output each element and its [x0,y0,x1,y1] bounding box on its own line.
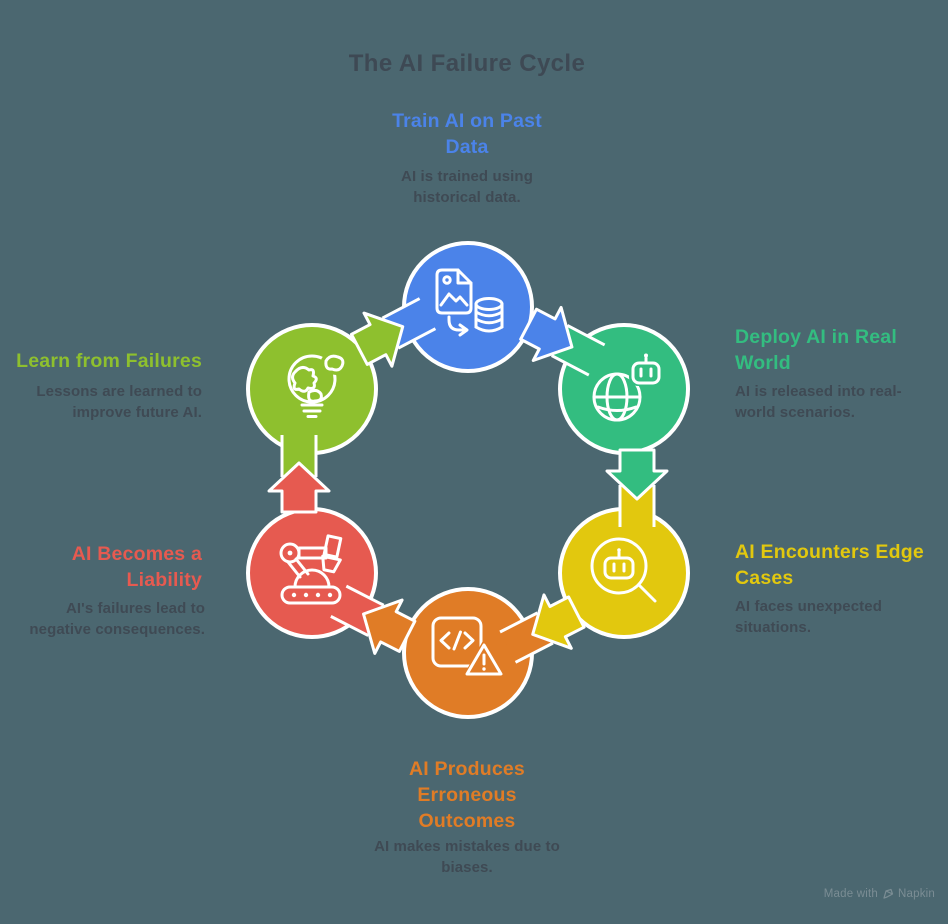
earth-bulb-icon [287,351,348,418]
search-robot-icon [590,537,657,603]
page-title: The AI Failure Cycle [348,50,586,77]
node-label-liability: AI Becomes a Liability [71,543,202,591]
image-to-database-icon [435,268,504,337]
watermark-brand: Napkin [898,888,935,900]
node-label-deploy: Deploy AI in Real World [735,326,897,374]
arrow-liability-to-learn [267,435,331,514]
node-desc-liability: AI's failures lead to negative consequen… [29,600,205,638]
code-warning-icon [431,616,506,678]
napkin-pen-icon [883,888,894,899]
node-label-edge-cases: AI Encounters Edge Cases [735,541,924,589]
node-desc-learn: Lessons are learned to improve future AI… [36,383,202,421]
node-desc-edge-cases: AI faces unexpected situations. [735,598,882,636]
arrow-deploy-to-edge [605,448,669,527]
connector-arrows [267,297,669,664]
node-label-learn: Learn from Failures [16,350,202,372]
node-desc-erroneous: AI makes mistakes due to biases. [374,838,560,876]
globe-robot-icon [592,353,663,422]
robot-arm-icon [279,534,343,605]
arrow-train-to-deploy [519,305,606,377]
node-icons [279,268,663,678]
node-desc-deploy: AI is released into real- world scenario… [735,383,902,421]
node-desc-train: AI is trained using historical data. [401,168,533,206]
watermark-prefix: Made with [823,888,878,900]
watermark: Made with Napkin [824,888,935,900]
arrow-learn-to-train [349,297,437,368]
node-label-train: Train AI on Past Data [392,110,542,158]
arrow-erroneous-to-liability [330,584,417,655]
node-label-erroneous: AI Produces Erroneous Outcomes [409,758,525,832]
arrow-edge-to-erroneous [499,593,586,664]
